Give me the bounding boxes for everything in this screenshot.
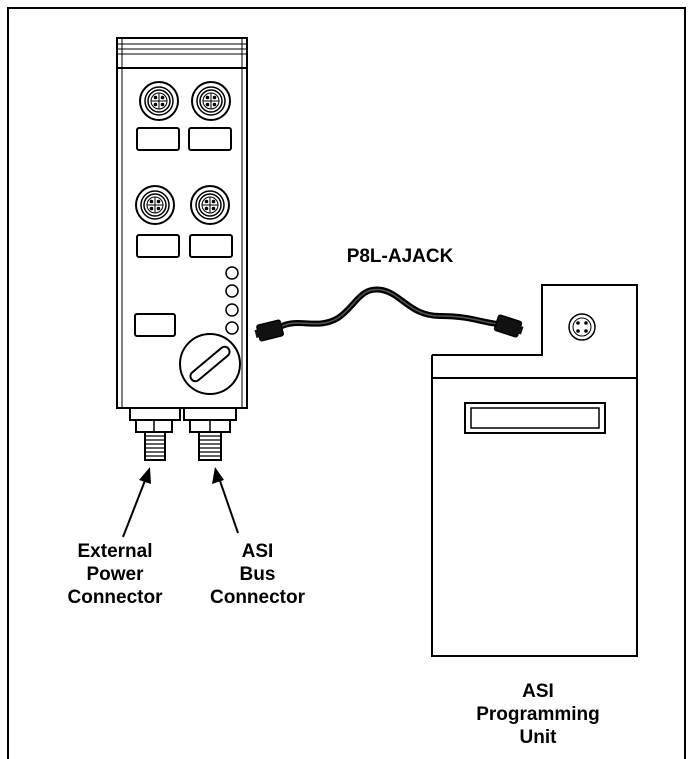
- external-power-connector-icon: [129, 407, 181, 461]
- cable-label: P8L-AJACK: [346, 246, 454, 267]
- m12-socket-icon: [191, 81, 231, 121]
- arrow-icon: [212, 467, 239, 534]
- m12-socket-icon: [135, 185, 175, 225]
- cable-icon: [254, 286, 524, 342]
- label-window: [136, 127, 180, 151]
- status-led-icon: [225, 266, 239, 280]
- arrow-icon: [122, 467, 151, 538]
- programming-port-icon: [568, 313, 596, 341]
- label-window: [188, 127, 232, 151]
- m12-socket-icon: [190, 185, 230, 225]
- status-led-icon: [225, 303, 239, 317]
- label-window: [189, 234, 233, 258]
- external-power-connector-label: External Power Connector: [67, 541, 163, 608]
- status-led-icon: [225, 321, 239, 335]
- programming-unit-label: ASI Programming Unit: [476, 681, 600, 748]
- label-window: [136, 234, 180, 258]
- label-window: [134, 313, 176, 337]
- address-dial-icon: [179, 333, 241, 395]
- status-led-icon: [225, 284, 239, 298]
- asi-bus-connector-label: ASI Bus Connector: [210, 541, 305, 608]
- m12-socket-icon: [139, 81, 179, 121]
- figure-frame: [7, 7, 686, 759]
- asi-bus-connector-icon: [183, 407, 237, 461]
- asi-programming-unit: [431, 284, 638, 657]
